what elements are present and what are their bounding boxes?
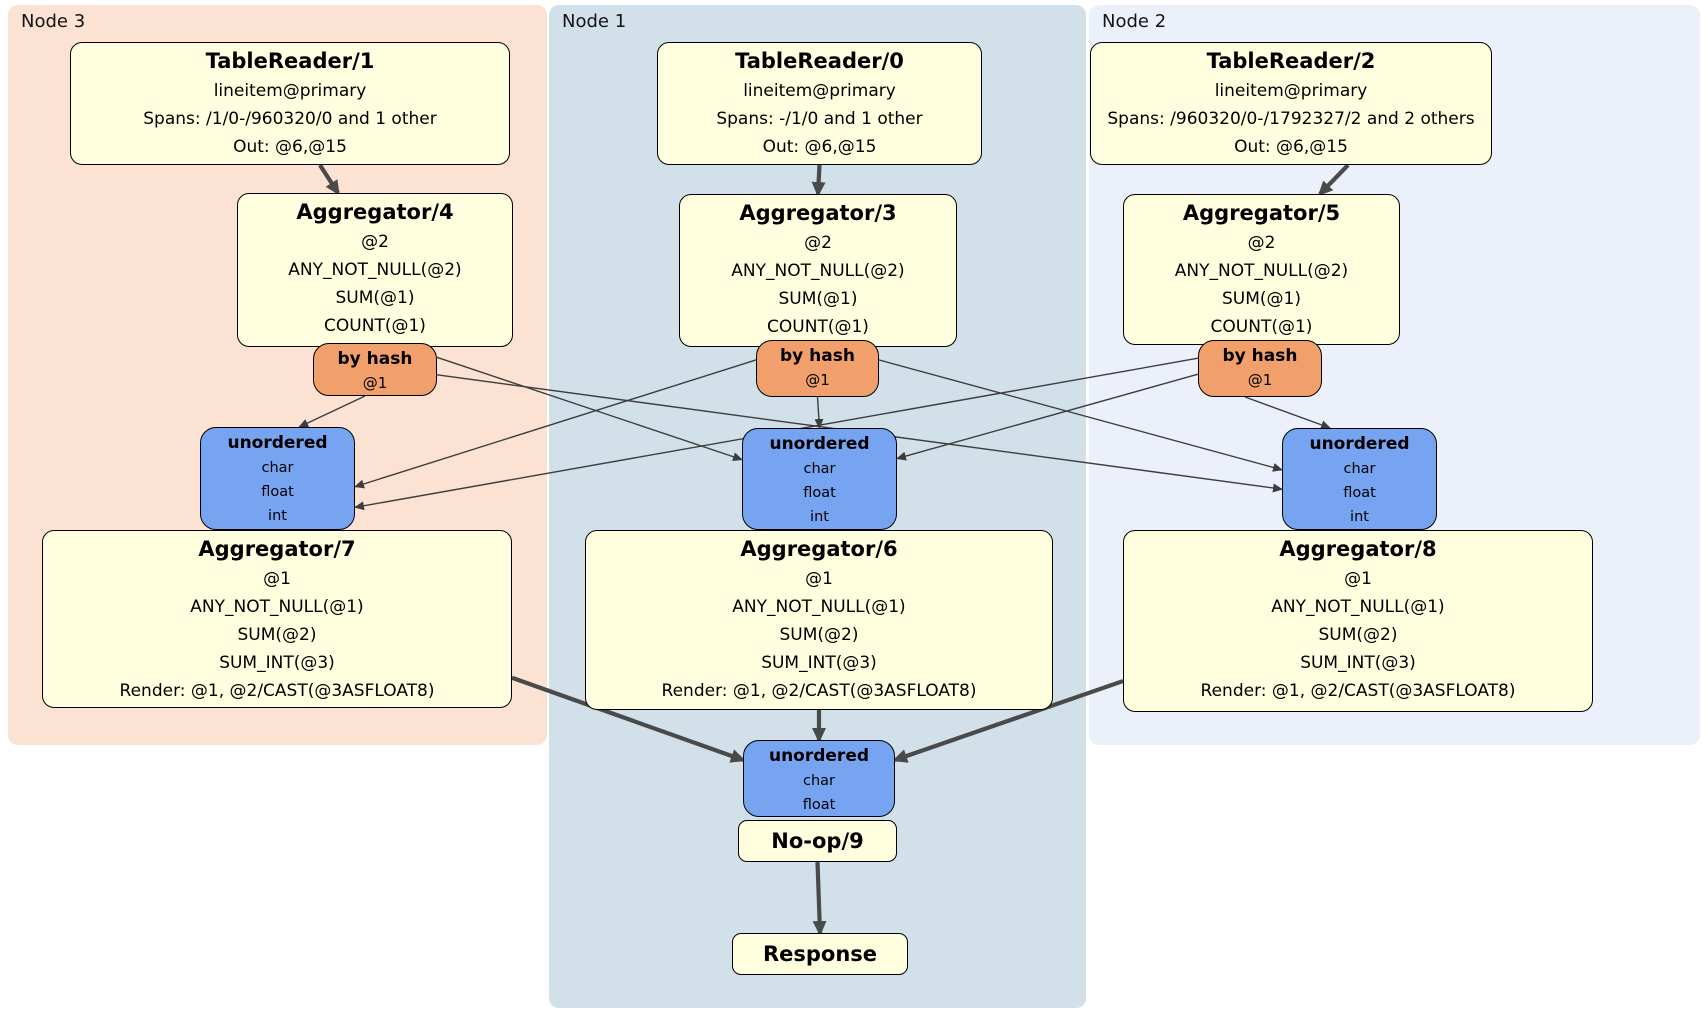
- node-title: TableReader/2: [1206, 49, 1376, 73]
- node-groupby: @1: [805, 569, 833, 589]
- node-aggfn: SUM(@2): [779, 625, 859, 645]
- node-title: Aggregator/3: [739, 201, 897, 225]
- node-title: by hash: [780, 346, 855, 366]
- node-groupby: @2: [804, 233, 832, 253]
- node-aggfn: ANY_NOT_NULL(@1): [190, 597, 364, 617]
- stream-type: int: [268, 508, 287, 524]
- node-aggfn: SUM(@2): [237, 625, 317, 645]
- unordered-stream-node-2: unordered char float int: [1282, 428, 1437, 530]
- node-out-columns: Out: @6,@15: [762, 137, 877, 157]
- node-aggfn: SUM_INT(@3): [1300, 653, 1416, 673]
- plan-node-response: Response: [732, 933, 908, 975]
- cluster-label: Node 2: [1102, 11, 1167, 32]
- node-aggfn: ANY_NOT_NULL(@2): [731, 261, 905, 281]
- node-title: No-op/9: [771, 829, 864, 853]
- node-title: by hash: [337, 349, 413, 369]
- node-title: Response: [762, 942, 878, 966]
- node-title: Aggregator/6: [740, 537, 898, 561]
- stream-type: char: [803, 461, 836, 477]
- stream-type: char: [1343, 461, 1376, 477]
- node-render-expr: Render: @1, @2/CAST(@3ASFLOAT8): [119, 681, 435, 701]
- node-index: lineitem@primary: [213, 81, 367, 101]
- plan-node-aggregator-7: Aggregator/7 @1 ANY_NOT_NULL(@1) SUM(@2)…: [42, 530, 512, 708]
- plan-node-aggregator-4: Aggregator/4 @2 ANY_NOT_NULL(@2) SUM(@1)…: [237, 193, 513, 347]
- node-title: by hash: [1222, 346, 1298, 366]
- node-index: lineitem@primary: [743, 81, 896, 101]
- node-title: Aggregator/8: [1279, 537, 1437, 561]
- hash-columns: @1: [805, 371, 830, 389]
- stream-type: int: [810, 509, 829, 525]
- node-groupby: @1: [1344, 569, 1372, 589]
- node-groupby: @2: [1247, 233, 1276, 253]
- node-render-expr: Render: @1, @2/CAST(@3ASFLOAT8): [661, 681, 977, 701]
- unordered-stream-node-1: unordered char float int: [742, 428, 897, 530]
- node-title: Aggregator/7: [198, 537, 356, 561]
- plan-node-aggregator-3: Aggregator/3 @2 ANY_NOT_NULL(@2) SUM(@1)…: [679, 194, 957, 347]
- stream-type: float: [802, 797, 836, 813]
- unordered-stream-node-3: unordered char float int: [200, 427, 355, 530]
- node-aggfn: SUM_INT(@3): [219, 653, 335, 673]
- node-aggfn: ANY_NOT_NULL(@2): [1174, 261, 1349, 281]
- plan-node-no-op-9: No-op/9: [738, 820, 897, 862]
- node-aggfn: SUM(@1): [1222, 289, 1301, 309]
- node-title: unordered: [1309, 434, 1410, 454]
- plan-node-aggregator-6: Aggregator/6 @1 ANY_NOT_NULL(@1) SUM(@2)…: [585, 530, 1053, 710]
- node-title: TableReader/1: [205, 49, 375, 73]
- cluster-label: Node 3: [21, 11, 86, 32]
- node-title: unordered: [227, 433, 328, 453]
- stream-type: float: [803, 485, 836, 501]
- node-index: lineitem@primary: [1214, 81, 1368, 101]
- node-groupby: @2: [361, 232, 389, 252]
- node-title: unordered: [768, 746, 870, 766]
- node-out-columns: Out: @6,@15: [233, 137, 347, 157]
- hash-router-node-2: by hash @1: [1198, 340, 1322, 397]
- node-out-columns: Out: @6,@15: [1234, 137, 1348, 157]
- node-spans: Spans: /960320/0-/1792327/2 and 2 others: [1107, 109, 1475, 129]
- node-title: Aggregator/5: [1182, 201, 1341, 225]
- node-spans: Spans: -/1/0 and 1 other: [716, 109, 923, 129]
- node-aggfn: ANY_NOT_NULL(@1): [1271, 597, 1445, 617]
- plan-node-aggregator-8: Aggregator/8 @1 ANY_NOT_NULL(@1) SUM(@2)…: [1123, 530, 1593, 712]
- plan-node-tablereader-0: TableReader/0 lineitem@primary Spans: -/…: [657, 42, 982, 165]
- plan-node-tablereader-2: TableReader/2 lineitem@primary Spans: /9…: [1090, 42, 1492, 165]
- hash-columns: @1: [362, 374, 388, 392]
- node-title: Aggregator/4: [296, 200, 454, 224]
- node-title: TableReader/0: [735, 49, 904, 73]
- node-aggfn: COUNT(@1): [1210, 317, 1313, 337]
- hash-columns: @1: [1247, 371, 1273, 389]
- plan-node-tablereader-1: TableReader/1 lineitem@primary Spans: /1…: [70, 42, 510, 165]
- stream-type: char: [261, 460, 294, 476]
- stream-type: char: [802, 773, 835, 789]
- hash-router-node-3: by hash @1: [313, 343, 437, 396]
- unordered-stream-final: unordered char float: [743, 740, 895, 817]
- node-aggfn: ANY_NOT_NULL(@2): [288, 260, 462, 280]
- node-aggfn: SUM(@1): [335, 288, 415, 308]
- node-groupby: @1: [263, 569, 291, 589]
- node-aggfn: SUM(@2): [1318, 625, 1398, 645]
- node-aggfn: SUM(@1): [778, 289, 858, 309]
- plan-node-aggregator-5: Aggregator/5 @2 ANY_NOT_NULL(@2) SUM(@1)…: [1123, 194, 1400, 345]
- stream-type: int: [1350, 509, 1369, 525]
- node-render-expr: Render: @1, @2/CAST(@3ASFLOAT8): [1200, 681, 1516, 701]
- node-aggfn: SUM_INT(@3): [761, 653, 877, 673]
- hash-router-node-1: by hash @1: [756, 340, 879, 397]
- node-spans: Spans: /1/0-/960320/0 and 1 other: [143, 109, 437, 129]
- node-aggfn: ANY_NOT_NULL(@1): [732, 597, 906, 617]
- stream-type: float: [261, 484, 294, 500]
- node-aggfn: COUNT(@1): [767, 317, 869, 337]
- node-aggfn: COUNT(@1): [324, 316, 426, 336]
- cluster-label: Node 1: [562, 11, 627, 32]
- node-title: unordered: [769, 434, 870, 454]
- stream-type: float: [1343, 485, 1376, 501]
